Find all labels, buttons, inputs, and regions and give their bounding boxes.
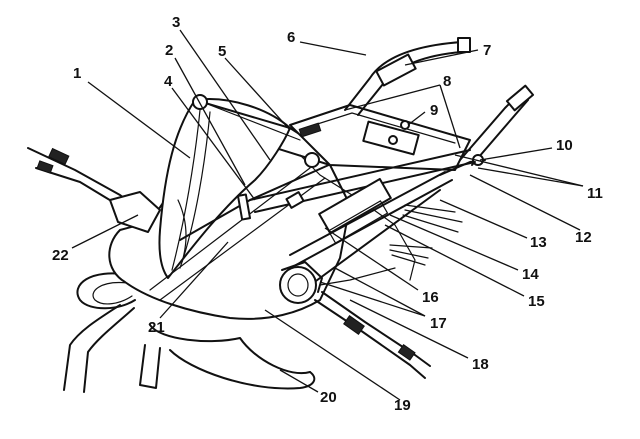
plate-bolt: [400, 120, 410, 130]
callout-15: 15: [528, 293, 545, 310]
callout-11: 11: [587, 185, 603, 202]
ripcord-pocket-2: [327, 200, 389, 244]
strap-tip-left: [457, 37, 471, 53]
leg-strap-hanging: [63, 304, 121, 391]
callout-5: 5: [218, 43, 226, 60]
left-buckle: [48, 147, 70, 165]
callout-19: 19: [394, 397, 411, 414]
callout-7: 7: [483, 42, 491, 59]
cord-fringe: [389, 204, 463, 266]
callout-13: 13: [530, 234, 547, 251]
plate-clip: [298, 122, 322, 138]
strap-buckle-right: [505, 84, 535, 112]
callout-6: 6: [287, 29, 295, 46]
callout-10: 10: [556, 137, 573, 154]
callout-labels: 1 2 3 4 5 6 7 8 9 10 11 12 13 14 15 16 1…: [52, 14, 603, 414]
pack-grommet: [192, 94, 208, 110]
callout-18: 18: [472, 356, 489, 373]
callout-12: 12: [575, 229, 592, 246]
diagonal-strap-1: [249, 149, 471, 201]
leg-strap-bottom-2: [139, 344, 161, 389]
leg-strap-bottom: [149, 324, 311, 375]
ripcord-housing: [299, 154, 416, 281]
flap-seam: [209, 104, 301, 141]
callout-20: 20: [320, 389, 337, 406]
callout-8: 8: [443, 73, 451, 90]
callout-16: 16: [422, 289, 439, 306]
top-plate-inner: [304, 112, 456, 144]
lower-buckle: [343, 315, 365, 335]
canopy-fold-3: [177, 199, 187, 263]
left-buckle-2: [36, 160, 54, 174]
callout-21: 21: [148, 319, 165, 336]
leg-strap-loop-left-inner: [92, 281, 133, 305]
callout-3: 3: [172, 14, 180, 31]
canopy-fold-1: [171, 109, 201, 271]
callout-14: 14: [522, 266, 539, 283]
callout-2: 2: [165, 42, 173, 59]
diagonal-strap-4: [295, 179, 453, 266]
pack-grommet-2: [304, 152, 320, 168]
lower-strap-3: [319, 267, 396, 286]
pull-ring-inner: [287, 273, 309, 297]
lower-buckle-2: [397, 344, 416, 361]
leg-strap-hanging-2: [83, 307, 135, 393]
left-pocket: [109, 191, 161, 233]
shoulder-strap-left: [344, 41, 463, 111]
strap-buckle-left: [375, 53, 417, 87]
callout-4: 4: [164, 73, 173, 90]
lower-strap-2: [321, 291, 431, 367]
callout-1: 1: [73, 65, 81, 82]
harness-drawing: [27, 37, 535, 393]
pull-ring: [279, 266, 317, 304]
callout-9: 9: [430, 102, 438, 119]
canopy-fold-2: [179, 111, 211, 269]
pack-seam-2: [149, 167, 311, 291]
pack-tab: [236, 193, 252, 221]
shoulder-strap-right-2: [471, 99, 529, 166]
pack-tab-2: [285, 191, 305, 209]
leader-lines: [71, 29, 584, 401]
ripcord-pocket: [318, 177, 392, 235]
leg-strap-bottom-3: [169, 349, 316, 390]
callout-22: 22: [52, 247, 69, 264]
lower-strap-1: [314, 299, 426, 379]
callout-17: 17: [430, 315, 447, 332]
diagonal-strap-3: [289, 171, 446, 256]
plate-rivet: [388, 135, 398, 145]
